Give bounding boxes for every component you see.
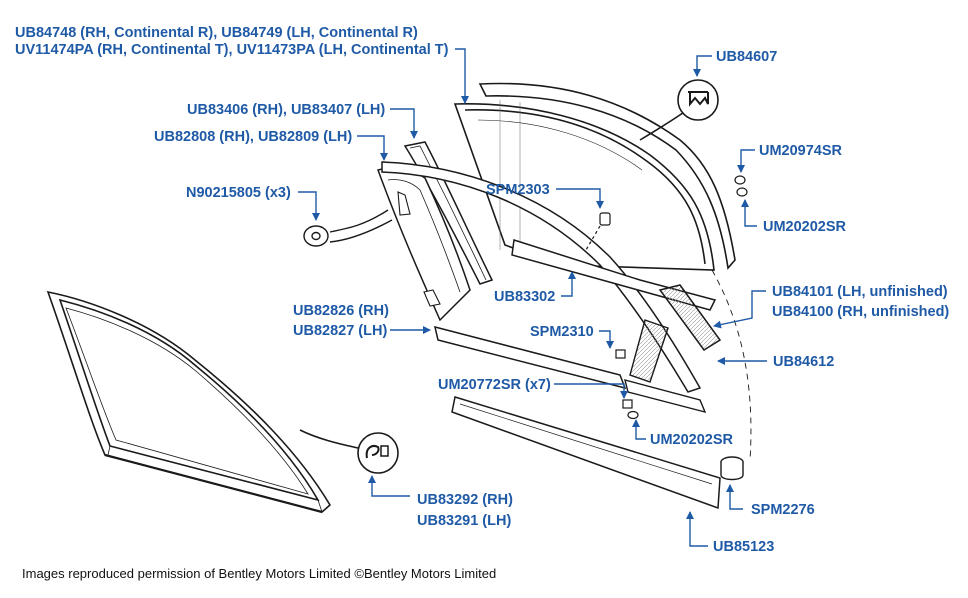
- label-um20974sr: UM20974SR: [759, 143, 843, 159]
- label-ub84101: UB84101 (LH, unfinished): [772, 284, 948, 300]
- quarter-window-glass: [46, 290, 332, 514]
- symbol-bracket-top: [639, 79, 719, 141]
- label-ub82808: UB82808 (RH), UB82809 (LH): [154, 129, 353, 145]
- label-spm2276: SPM2276: [751, 502, 815, 518]
- channel-runner: [377, 167, 471, 322]
- label-ub83302: UB83302: [494, 289, 556, 305]
- symbol-bracket-small: [299, 429, 399, 474]
- label-ub83291: UB83291 (LH): [417, 513, 512, 529]
- label-spm2303: SPM2303: [486, 182, 550, 198]
- label-um20202sr-bottom: UM20202SR: [650, 432, 734, 448]
- door-glass-main: [453, 82, 736, 271]
- regulator-arm: [624, 319, 707, 414]
- label-ub84607: UB84607: [716, 49, 778, 65]
- lower-strip: [433, 325, 721, 510]
- label-ub84100: UB84100 (RH, unfinished): [772, 304, 950, 320]
- stop-spm2276: [720, 456, 744, 481]
- glass-frame: [381, 161, 722, 393]
- label-spm2310: SPM2310: [530, 324, 594, 340]
- label-ub83406: UB83406 (RH), UB83407 (LH): [187, 102, 386, 118]
- label-ub82827: UB82827 (LH): [293, 323, 388, 339]
- label-ub84612: UB84612: [773, 354, 835, 370]
- label-ub85123: UB85123: [713, 539, 775, 555]
- leader-lines: [298, 48, 767, 547]
- copyright-credit: Images reproduced permission of Bentley …: [22, 566, 497, 581]
- label-um20202sr-top: UM20202SR: [763, 219, 847, 235]
- label-um20772sr: UM20772SR (x7): [438, 377, 551, 393]
- label-ub82826: UB82826 (RH): [293, 303, 389, 319]
- assembly-line: [711, 269, 752, 461]
- clip-spm2303: [585, 212, 611, 251]
- label-ub83292: UB83292 (RH): [417, 492, 513, 508]
- label-uv11474pa: UV11474PA (RH, Continental T), UV11473PA…: [15, 42, 449, 58]
- fasteners-um20974: [734, 175, 748, 197]
- screws-spm2310: [615, 349, 639, 420]
- grommet-n90215805: [303, 209, 393, 247]
- label-ub84748: UB84748 (RH, Continental R), UB84749 (LH…: [15, 25, 418, 41]
- label-n90215805: N90215805 (x3): [186, 185, 291, 201]
